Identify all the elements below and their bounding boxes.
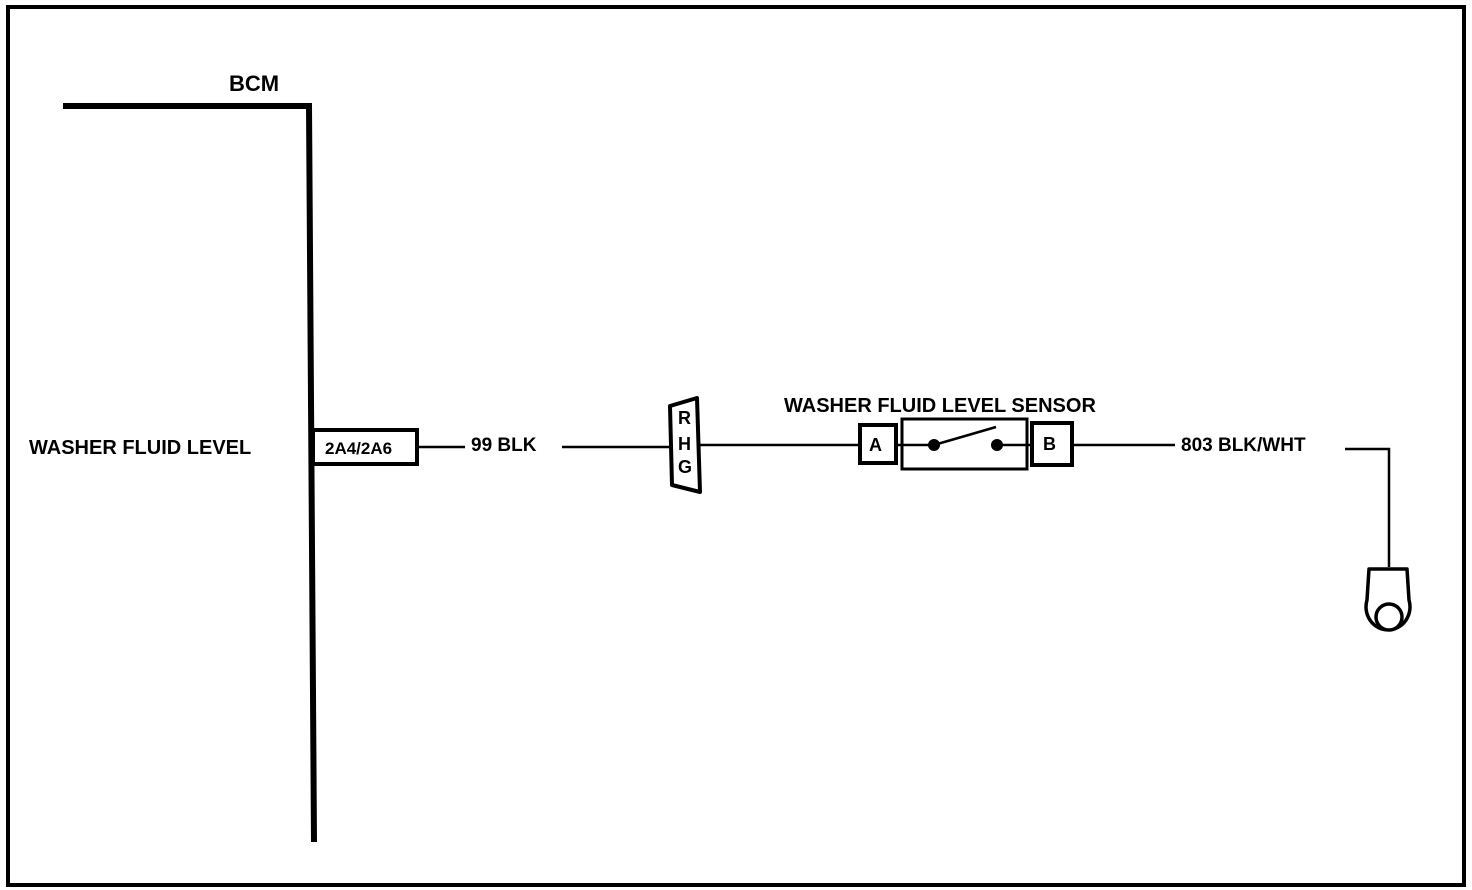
terminal-a-label: A xyxy=(869,435,882,455)
bcm-module: BCM WASHER FLUID LEVEL xyxy=(29,71,317,843)
connector-letter: G xyxy=(678,457,692,477)
wire-803-blk-wht-label: 803 BLK/WHT xyxy=(1181,435,1306,456)
bcm-label: BCM xyxy=(229,71,279,96)
connector-body xyxy=(668,396,702,494)
diagram-frame xyxy=(6,5,1466,887)
pin-label: 2A4/2A6 xyxy=(325,439,392,458)
terminal-b-box xyxy=(1030,421,1074,467)
washer-fluid-level-sensor: WASHER FLUID LEVEL SENSOR A B xyxy=(784,395,1096,471)
switch-blade xyxy=(933,425,997,447)
connector-letter: H xyxy=(678,434,691,454)
wire-99-blk-label: 99 BLK xyxy=(471,435,537,456)
pin-box xyxy=(311,428,419,466)
rhg-connector: R H G xyxy=(668,396,702,494)
ground-eyelet-icon xyxy=(1364,567,1412,632)
wire-to-ground xyxy=(1345,447,1391,567)
bcm-pin: 2A4/2A6 xyxy=(311,428,419,466)
eyelet-ring xyxy=(1374,602,1404,632)
sensor-label: WASHER FLUID LEVEL SENSOR xyxy=(784,395,1096,417)
bcm-outline xyxy=(63,103,317,843)
connector-letter: R xyxy=(678,408,691,428)
circuit-label: WASHER FLUID LEVEL xyxy=(29,437,251,459)
terminal-b-label: B xyxy=(1043,434,1056,454)
